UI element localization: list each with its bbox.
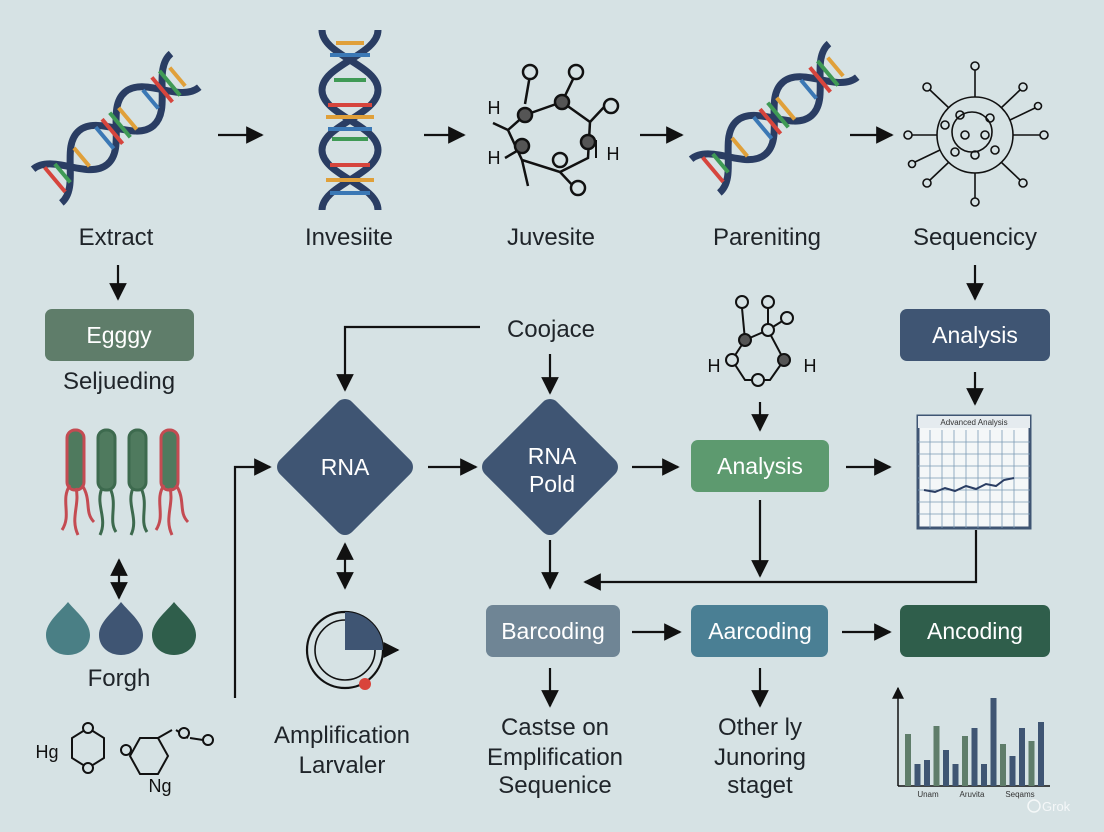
step-label-invesiite: Invesiite (305, 224, 393, 251)
rna-pold-label: RNA (528, 443, 577, 469)
bacteria-icon (60, 428, 190, 536)
step-label-pareniting: Pareniting (713, 224, 821, 251)
amplification-label: Larvaler (299, 752, 386, 779)
barcoding-box (486, 605, 620, 657)
molecule-atom-h: H (607, 144, 620, 164)
rna-diamond (277, 399, 413, 535)
mini-chart-bar (914, 764, 921, 786)
molecule-icon (71, 722, 214, 775)
dna-helix-icon (30, 50, 202, 206)
mini-chart-x-label: Aruvita (960, 790, 985, 799)
flow-arrow (583, 530, 978, 591)
mini-chart-bar (1000, 744, 1006, 786)
molecule-atom-h: H (804, 356, 817, 376)
molecule-atom-h: H (708, 356, 721, 376)
egggy-box-label: Egggy (86, 322, 152, 348)
drop-icon (152, 602, 196, 655)
grid-chart-panel: Advanced Analysis (916, 414, 1032, 530)
dna-helix-icon (318, 29, 382, 211)
molecule-icon (492, 63, 620, 197)
barcoding-label: Barcoding (501, 618, 605, 644)
ancoding-box (900, 605, 1050, 657)
analysis-top-label: Analysis (932, 322, 1018, 348)
mini-chart-bar (1009, 756, 1016, 786)
progress-pie-icon (305, 610, 400, 690)
coojace-label: Coojace (507, 316, 595, 343)
seljueding-label: Seljueding (63, 368, 175, 395)
rna-diamond-label: RNA (321, 454, 370, 480)
aarcoding-label: Aarcoding (708, 618, 812, 644)
mini-chart-bar (990, 698, 997, 786)
molecule-atom-h: H (488, 148, 501, 168)
watermark: Grok (1042, 799, 1071, 814)
mini-chart-bar (1019, 728, 1025, 786)
step-label-juvesite: Juvesite (507, 224, 595, 251)
ancoding-label: Ancoding (927, 618, 1023, 644)
other-label: Junoring (714, 744, 806, 771)
mini-chart-bar (905, 734, 911, 786)
flow-arrow (233, 458, 272, 698)
amplification-label: Amplification (274, 722, 410, 749)
atom-label-ng: Ng (148, 776, 171, 796)
mini-chart-bar (1028, 741, 1035, 786)
dna-helix-icon (688, 40, 860, 196)
mini-chart-bar (981, 764, 987, 786)
mini-chart-bar (952, 764, 959, 786)
egggy-box (45, 309, 194, 361)
mini-chart-bar (1038, 722, 1044, 786)
rna-pold-diamond (482, 399, 618, 535)
other-label: staget (727, 772, 793, 799)
molecule-atom-h: H (488, 98, 501, 118)
mini-bar-chart: Unam Aruvita Seqams (892, 686, 1050, 799)
atom-label-hg: Hg (35, 742, 58, 762)
grid-chart-title: Advanced Analysis (940, 418, 1007, 427)
mini-chart-bar (943, 750, 949, 786)
network-cluster-icon (903, 61, 1049, 207)
analysis-green-label: Analysis (717, 453, 803, 479)
other-label: Other ly (718, 714, 802, 741)
step-label-sequencicy: Sequencicy (913, 224, 1037, 251)
drop-icon (99, 602, 143, 655)
analysis-green-box (691, 440, 829, 492)
drop-icon (46, 602, 90, 655)
mini-chart-bar (971, 728, 978, 786)
mini-chart-bar (962, 736, 968, 786)
mini-chart-x-label: Seqams (1005, 790, 1034, 799)
mini-chart-bar (933, 726, 940, 786)
rna-pold-label: Pold (529, 471, 575, 497)
analysis-top-box (900, 309, 1050, 361)
castse-label: Emplification (487, 744, 623, 771)
step-label-extract: Extract (79, 224, 154, 251)
forgh-label: Forgh (88, 665, 151, 692)
molecule-icon (725, 295, 794, 387)
flow-arrow (336, 325, 480, 392)
watermark-icon (1027, 799, 1041, 813)
mini-chart-bar (924, 760, 930, 786)
aarcoding-box (691, 605, 828, 657)
mini-chart-x-label: Unam (917, 790, 939, 799)
castse-label: Sequenice (498, 772, 611, 799)
castse-label: Castse on (501, 714, 609, 741)
